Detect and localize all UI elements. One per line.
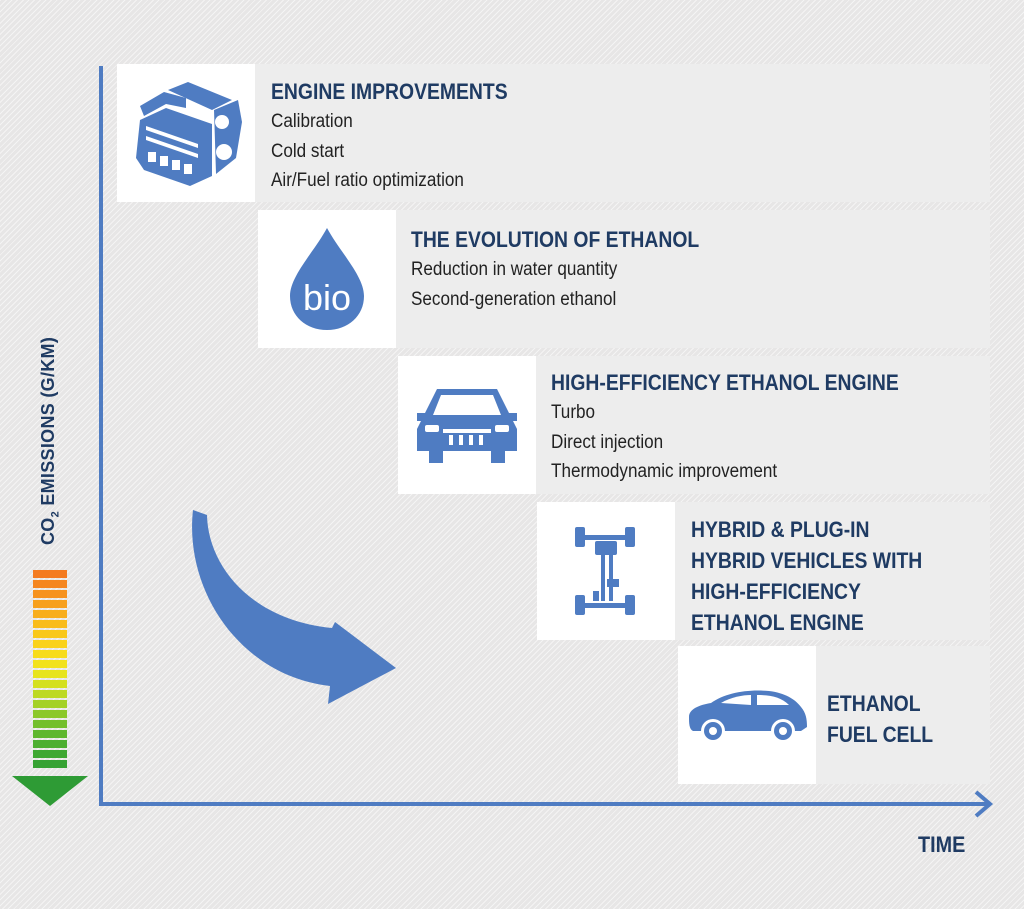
step-icon-box-2: bio — [258, 210, 396, 348]
step-title-3-line-1: HIGH-EFFICIENCY ETHANOL ENGINE — [551, 370, 899, 395]
step-items-1: Calibration Cold start Air/Fuel ratio op… — [271, 107, 540, 196]
step-text-1: ENGINE IMPROVEMENTS Calibration Cold sta… — [271, 77, 540, 196]
step-items-3: Turbo Direct injection Thermodynamic imp… — [551, 398, 946, 487]
step-title-1: ENGINE IMPROVEMENTS — [271, 77, 508, 107]
step-text-3: HIGH-EFFICIENCY ETHANOL ENGINE Turbo Dir… — [551, 368, 946, 487]
step-item: Turbo — [551, 402, 596, 423]
trend-arrow-icon — [192, 510, 396, 704]
step-items-2: Reduction in water quantity Second-gener… — [411, 255, 739, 314]
step-title-4-line-2: HYBRID VEHICLES WITH — [691, 548, 923, 573]
step-item: Thermodynamic improvement — [551, 461, 778, 482]
bio-drop-icon: bio — [290, 228, 364, 330]
step-title-4-line-4: ETHANOL ENGINE — [691, 610, 864, 635]
step-item: Air/Fuel ratio optimization — [271, 170, 464, 191]
bio-drop-label: bio — [303, 277, 351, 318]
step-title-5-line-2: FUEL CELL — [827, 722, 934, 747]
step-title-4-line-1: HYBRID & PLUG-IN — [691, 517, 870, 542]
y-axis-label-pre: CO — [38, 517, 58, 545]
step-item: Second-generation ethanol — [411, 288, 617, 310]
step-title-5: ETHANOL FUEL CELL — [827, 688, 933, 750]
step-text-2: THE EVOLUTION OF ETHANOL Reduction in wa… — [411, 225, 739, 314]
chassis-icon — [575, 527, 635, 615]
step-icon-box-3 — [398, 356, 536, 494]
step-title-5-line-1: ETHANOL — [827, 691, 921, 716]
step-title-2-line-1: THE EVOLUTION OF ETHANOL — [411, 227, 700, 252]
step-title-1-line-1: ENGINE IMPROVEMENTS — [271, 79, 508, 104]
emissions-gradient-scale — [12, 570, 88, 806]
step-icon-box-5 — [678, 646, 816, 784]
x-axis-label: TIME — [918, 832, 966, 857]
step-title-3: HIGH-EFFICIENCY ETHANOL ENGINE — [551, 368, 899, 398]
step-title-4-line-3: HIGH-EFFICIENCY — [691, 579, 861, 604]
x-axis-arrowhead — [974, 790, 994, 818]
step-item: Calibration — [271, 111, 353, 132]
step-text-4: HYBRID & PLUG-IN HYBRID VEHICLES WITH HI… — [691, 514, 954, 638]
step-item: Reduction in water quantity — [411, 259, 618, 280]
y-axis-label-sub: 2 — [49, 510, 62, 518]
car-front-icon — [417, 389, 517, 463]
y-axis-label: CO2 EMISSIONS (G/KM) — [38, 337, 62, 545]
step-band-1 — [117, 64, 990, 202]
step-title-2: THE EVOLUTION OF ETHANOL — [411, 225, 699, 255]
step-icon-box-4 — [537, 502, 675, 640]
step-item: Cold start — [271, 140, 345, 162]
car-side-icon — [689, 690, 807, 740]
y-axis-label-post: EMISSIONS (G/KM) — [38, 336, 58, 511]
step-icon-box-1 — [117, 64, 255, 202]
step-title-4: HYBRID & PLUG-IN HYBRID VEHICLES WITH HI… — [691, 514, 922, 638]
engine-icon — [136, 82, 242, 186]
step-text-5: ETHANOL FUEL CELL — [827, 688, 948, 750]
step-item: Direct injection — [551, 431, 664, 453]
